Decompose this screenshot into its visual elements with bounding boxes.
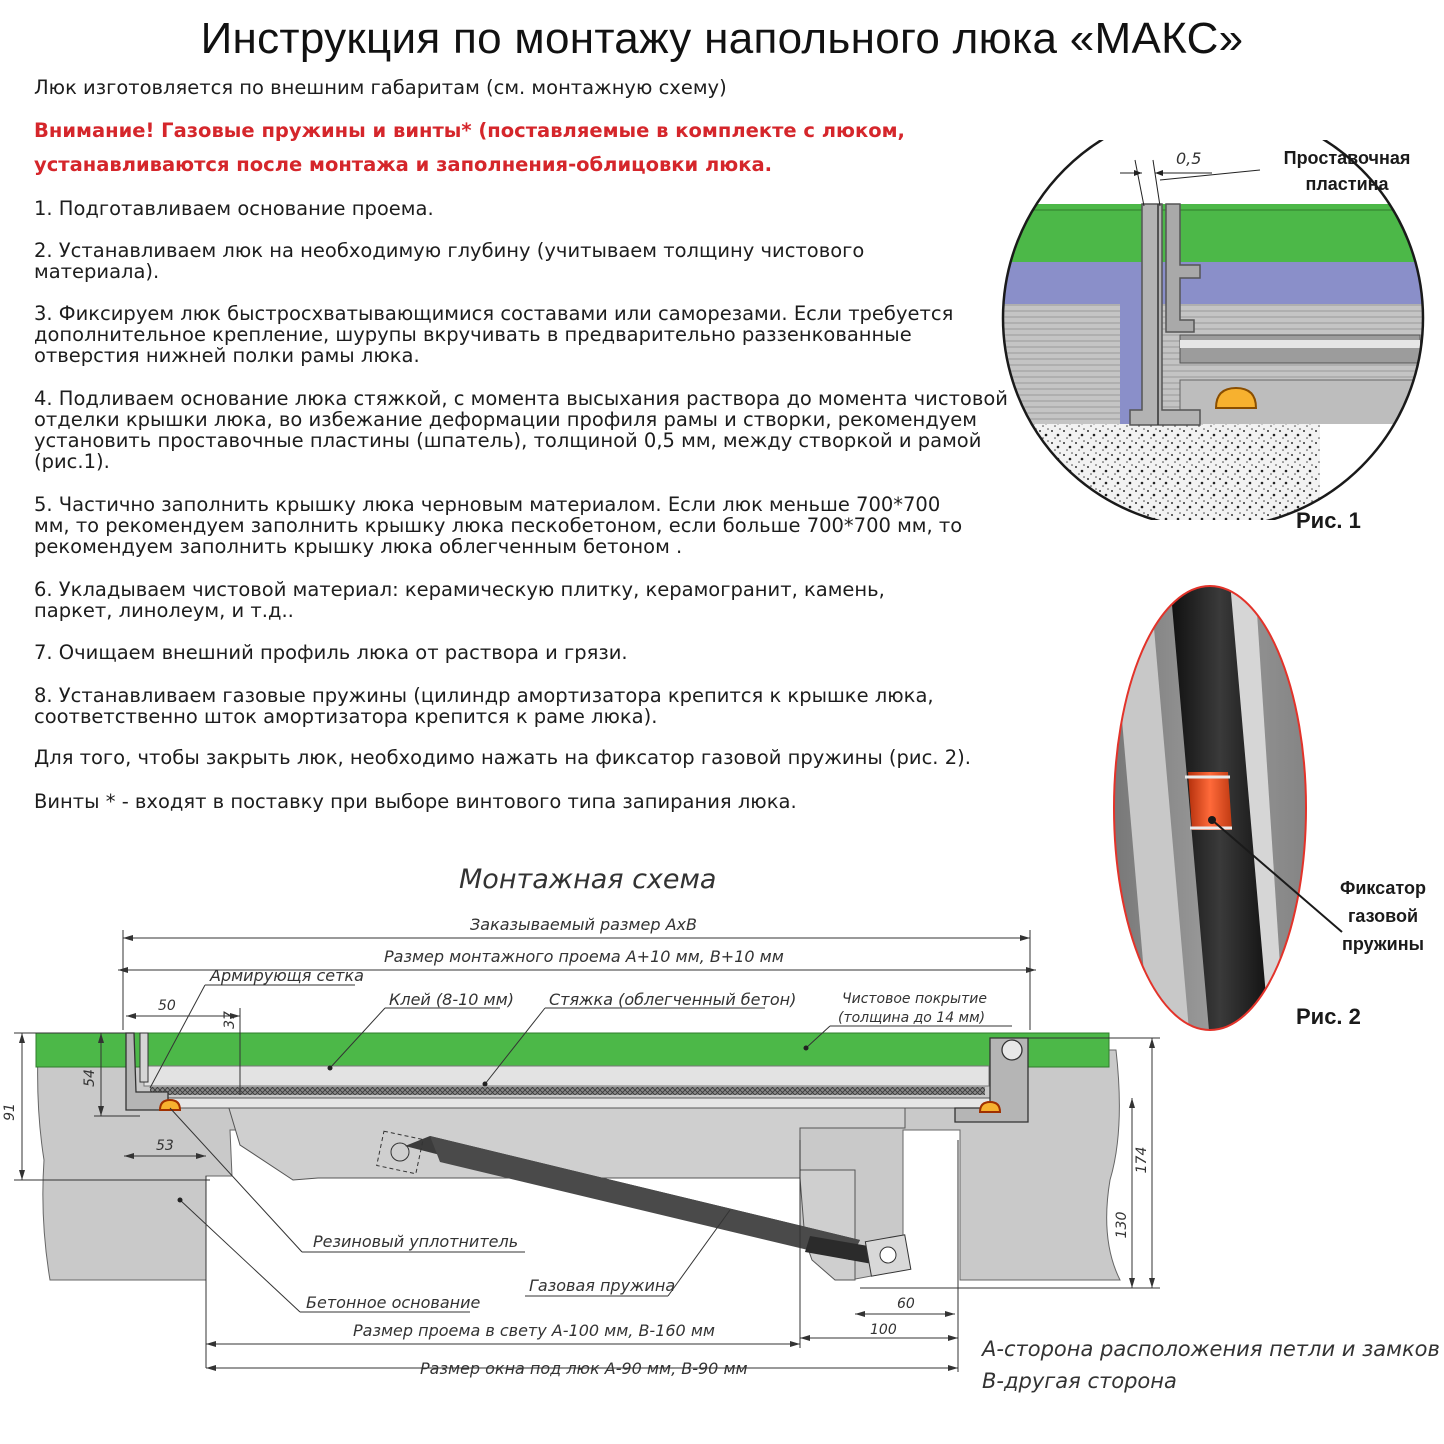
fig2-label-line2: газовой (1347, 906, 1419, 926)
glue-label: Клей (8-10 мм) (389, 990, 514, 1009)
dim-53: 53 (156, 1138, 174, 1154)
dim-54: 54 (82, 1069, 98, 1087)
spring-label: Газовая пружина (529, 1276, 675, 1295)
intro-text: Люк изготовляется по внешним габаритам (… (34, 76, 727, 99)
step-7: 7. Очищаем внешний профиль люка от раств… (34, 641, 628, 664)
step-2: 2. Устанавливаем люк на необходимую глуб… (34, 239, 865, 283)
seal-label: Резиновый уплотнитель (313, 1232, 518, 1251)
warning-line-2: устанавливаются после монтажа и заполнен… (34, 153, 773, 176)
warning-line-1: Внимание! Газовые пружины и винты* (пост… (34, 119, 905, 142)
step-4: 4. Подливаем основание люка стяжкой, с м… (34, 387, 1008, 473)
screws-note: Винты * - входят в поставку при выборе в… (34, 790, 797, 813)
legend-side-a: А-сторона расположения петли и замков (980, 1337, 1440, 1361)
fig1-label-line2: пластина (1305, 174, 1389, 194)
dim-100: 100 (870, 1322, 897, 1338)
screed-label: Стяжка (облегченный бетон) (549, 990, 796, 1009)
step-3: 3. Фиксируем люк быстросхватывающимися с… (34, 302, 954, 367)
scheme-title: Монтажная схема (459, 864, 716, 895)
step-8: 8. Устанавливаем газовые пружины (цилинд… (34, 684, 934, 728)
fig1-caption: Рис. 1 (1296, 508, 1361, 533)
fig1-detail-diagram: 0,5 (1001, 140, 1425, 520)
close-note: Для того, чтобы закрыть люк, необходимо … (34, 746, 971, 769)
dim-60: 60 (897, 1296, 915, 1312)
step-1: 1. Подготавливаем основание проема. (34, 197, 434, 220)
legend-side-b: В-другая сторона (982, 1369, 1177, 1393)
dim-91: 91 (2, 1103, 18, 1121)
mesh-label: Армирующя сетка (209, 966, 364, 985)
fig2-label-line1: Фиксатор (1339, 878, 1426, 898)
step-6: 6. Укладываем чистовой материал: керамич… (34, 578, 885, 622)
dim-130: 130 (1114, 1212, 1130, 1239)
clear-size-label: Размер проема в свету А-100 мм, В-160 мм (353, 1321, 715, 1340)
dim-174: 174 (1134, 1147, 1150, 1174)
finish-label-line2: (толщина до 14 мм) (838, 1010, 985, 1026)
ordered-size-label: Заказываемый размер АхВ (470, 915, 697, 934)
dim-37: 37 (222, 1011, 238, 1029)
base-label: Бетонное основание (306, 1293, 481, 1312)
mounting-scheme: Монтажная схема Заказываемый размер АхВ … (2, 864, 1440, 1393)
opening-size-label: Размер монтажного проема А+10 мм, В+10 м… (384, 947, 784, 966)
fig1-dimension: 0,5 (1176, 149, 1201, 168)
fig1-label-line1: Проставочная (1283, 148, 1411, 168)
fig2-caption: Рис. 2 (1296, 1004, 1361, 1029)
page-title: Инструкция по монтажу напольного люка «М… (200, 14, 1244, 63)
fig2-label-line3: пружины (1342, 934, 1424, 954)
step-5: 5. Частично заполнить крышку люка чернов… (34, 493, 963, 558)
dim-50: 50 (158, 998, 176, 1014)
fig2-photo (1113, 585, 1343, 1031)
finish-label-line1: Чистовое покрытие (842, 991, 987, 1007)
